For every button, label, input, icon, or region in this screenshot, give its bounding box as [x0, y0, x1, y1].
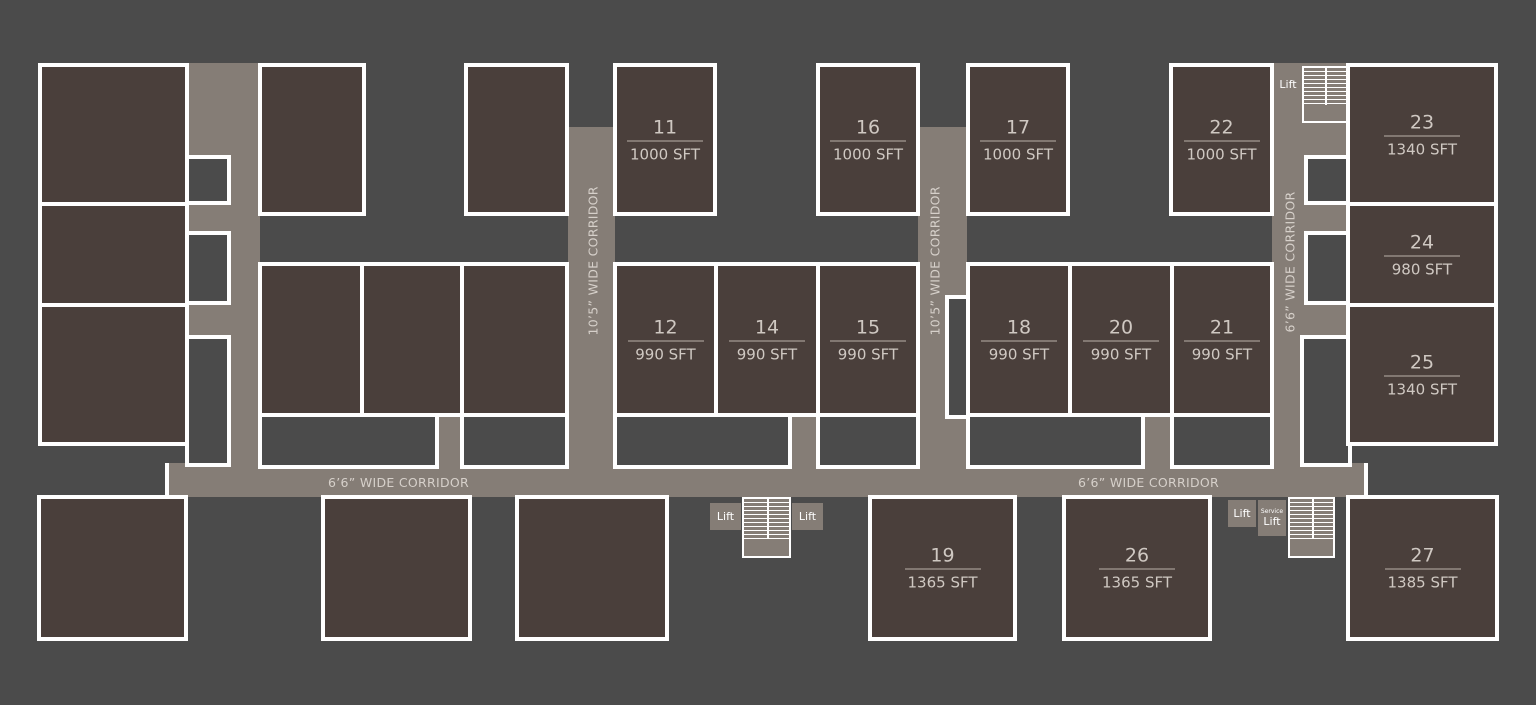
- lift: Lift: [710, 503, 741, 530]
- unit-number: 23: [1409, 111, 1435, 133]
- unit-area: 1340 SFT: [1387, 140, 1457, 158]
- unit-area: 990 SFT: [837, 345, 899, 363]
- unit-number: 14: [754, 316, 780, 338]
- unit-23[interactable]: 23 1340 SFT: [1346, 63, 1498, 206]
- void: [1170, 413, 1274, 469]
- staircase: [1288, 497, 1335, 558]
- room[interactable]: [464, 63, 569, 216]
- unit-number: 26: [1124, 544, 1150, 567]
- unit-area: 1340 SFT: [1387, 380, 1457, 398]
- unit-area: 980 SFT: [1391, 260, 1453, 278]
- unit-number: 27: [1410, 544, 1435, 567]
- staircase: [1302, 66, 1348, 123]
- unit-12[interactable]: 12 990 SFT: [613, 262, 718, 417]
- room[interactable]: [460, 262, 569, 417]
- void: [185, 335, 231, 467]
- lift: Lift: [792, 503, 823, 530]
- void: [460, 413, 569, 469]
- unit-number: 16: [855, 116, 881, 138]
- void: [613, 413, 792, 469]
- corridor-vertical-1: [568, 127, 615, 467]
- unit-number: 22: [1209, 116, 1234, 138]
- unit-area: 990 SFT: [1090, 345, 1152, 363]
- unit-number: 17: [1005, 116, 1031, 138]
- service-label: Service: [1260, 508, 1284, 515]
- corridor-label: 6’6” WIDE CORRIDOR: [328, 475, 470, 490]
- room[interactable]: [515, 495, 669, 641]
- void: [1304, 155, 1352, 205]
- unit-26[interactable]: 26 1365 SFT: [1062, 495, 1212, 641]
- unit-number: 15: [855, 316, 881, 338]
- unit-area: 990 SFT: [635, 345, 696, 363]
- unit-25[interactable]: 25 1340 SFT: [1346, 303, 1498, 446]
- unit-area: 1365 SFT: [1102, 573, 1172, 592]
- void: [1304, 231, 1352, 305]
- unit-area: 990 SFT: [1191, 345, 1253, 363]
- room[interactable]: [321, 495, 472, 641]
- lift-label: Lift: [1233, 506, 1251, 520]
- unit-11[interactable]: 11 1000 SFT: [613, 63, 717, 216]
- void: [816, 413, 920, 469]
- unit-20[interactable]: 20 990 SFT: [1068, 262, 1174, 417]
- room[interactable]: [258, 63, 366, 216]
- unit-22[interactable]: 22 1000 SFT: [1169, 63, 1274, 216]
- corridor-label: 6’6” WIDE CORRIDOR: [1282, 191, 1298, 333]
- unit-area: 1385 SFT: [1387, 573, 1458, 592]
- room[interactable]: [38, 63, 189, 206]
- unit-area: 1365 SFT: [907, 573, 978, 592]
- lift-label: Lift: [1263, 515, 1281, 528]
- unit-number: 25: [1409, 351, 1435, 373]
- lift: Lift: [1228, 500, 1256, 527]
- unit-24[interactable]: 24 980 SFT: [1346, 202, 1498, 307]
- unit-number: 20: [1108, 316, 1134, 338]
- unit-21[interactable]: 21 990 SFT: [1170, 262, 1274, 417]
- lift-label: Lift: [798, 509, 817, 523]
- unit-27[interactable]: 27 1385 SFT: [1346, 495, 1499, 641]
- corridor-label: 10’5” WIDE CORRIDOR: [927, 186, 943, 336]
- unit-number: 21: [1209, 316, 1235, 338]
- unit-area: 1000 SFT: [833, 145, 903, 163]
- unit-area: 1000 SFT: [1186, 145, 1257, 163]
- room[interactable]: [38, 303, 189, 446]
- unit-15[interactable]: 15 990 SFT: [816, 262, 920, 417]
- unit-number: 24: [1409, 231, 1435, 253]
- void: [966, 413, 1145, 469]
- void: [258, 413, 439, 469]
- unit-17[interactable]: 17 1000 SFT: [966, 63, 1070, 216]
- lift-label: Lift: [1279, 78, 1297, 91]
- unit-number: 18: [1006, 316, 1032, 338]
- unit-16[interactable]: 16 1000 SFT: [816, 63, 920, 216]
- lift: Lift: [1274, 65, 1302, 105]
- room[interactable]: [38, 202, 189, 307]
- unit-area: 990 SFT: [988, 345, 1050, 363]
- unit-19[interactable]: 19 1365 SFT: [868, 495, 1017, 641]
- unit-area: 990 SFT: [736, 345, 798, 363]
- room[interactable]: [360, 262, 464, 417]
- unit-18[interactable]: 18 990 SFT: [966, 262, 1072, 417]
- void: [1300, 335, 1352, 467]
- unit-number: 12: [653, 316, 678, 338]
- unit-number: 19: [930, 544, 955, 567]
- room[interactable]: [258, 262, 364, 417]
- unit-area: 1000 SFT: [630, 145, 700, 163]
- unit-area: 1000 SFT: [983, 145, 1053, 163]
- void: [185, 231, 231, 305]
- room[interactable]: [37, 495, 188, 641]
- void: [185, 155, 231, 205]
- lift-label: Lift: [716, 509, 735, 523]
- corridor-label: 10’5” WIDE CORRIDOR: [585, 186, 601, 336]
- staircase: [742, 497, 791, 558]
- corridor-label: 6’6” WIDE CORRIDOR: [1078, 475, 1220, 490]
- unit-14[interactable]: 14 990 SFT: [714, 262, 820, 417]
- unit-number: 11: [652, 116, 678, 138]
